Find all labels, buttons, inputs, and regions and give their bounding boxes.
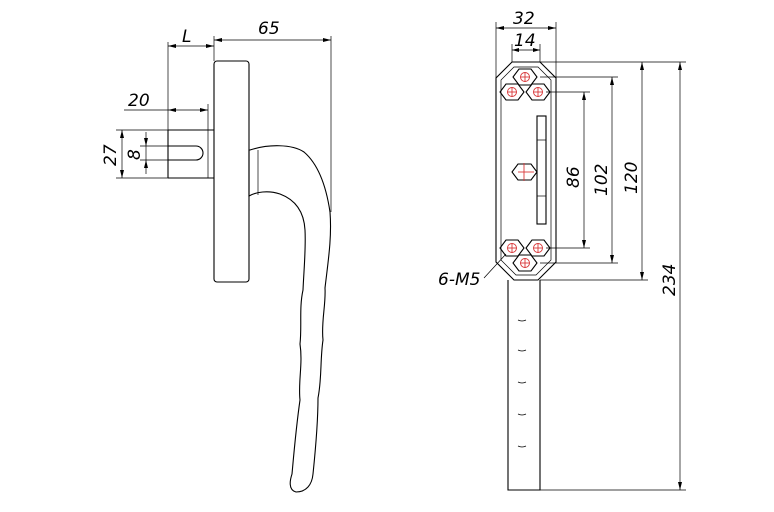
- dim-86-label: 86: [564, 166, 584, 188]
- dim-27-label: 27: [101, 144, 121, 166]
- rosette: [495, 61, 557, 281]
- dim-32: 32: [495, 9, 557, 78]
- screw-callout: 6-M5: [438, 253, 507, 290]
- front-view: 32 14 86 102: [438, 9, 686, 491]
- dim-32-label: 32: [513, 9, 535, 29]
- screws-top: [499, 68, 551, 101]
- dim-234: 234: [540, 61, 686, 491]
- dim-L: L: [167, 27, 214, 130]
- side-view: 65 L 20 27: [101, 19, 332, 493]
- latch-cover: [536, 115, 547, 225]
- dim-27: 27: [101, 129, 168, 179]
- spindle-hole: [511, 163, 538, 181]
- dim-120-label: 120: [622, 162, 642, 194]
- dim-86: 86: [546, 91, 590, 249]
- handle-lever: [248, 145, 332, 493]
- dim-65-label: 65: [258, 19, 280, 39]
- dim-120: 120: [540, 61, 648, 281]
- dim-8-label: 8: [125, 149, 145, 160]
- dim-14: 14: [511, 31, 541, 62]
- dim-8: 8: [125, 132, 168, 174]
- screw-callout-label: 6-M5: [438, 270, 480, 290]
- dim-20-label: 20: [128, 91, 150, 111]
- dim-102-label: 102: [592, 164, 612, 196]
- dim-20: 20: [124, 91, 209, 130]
- handle-grip: [507, 280, 541, 491]
- dim-102: 102: [540, 76, 618, 264]
- dim-14-label: 14: [514, 31, 536, 51]
- base-plate: [213, 60, 250, 283]
- dim-L-label: L: [182, 27, 191, 47]
- spindle: [167, 129, 214, 179]
- screws-bottom: [499, 239, 551, 272]
- dim-234-label: 234: [660, 264, 680, 296]
- dim-65: 65: [213, 19, 332, 212]
